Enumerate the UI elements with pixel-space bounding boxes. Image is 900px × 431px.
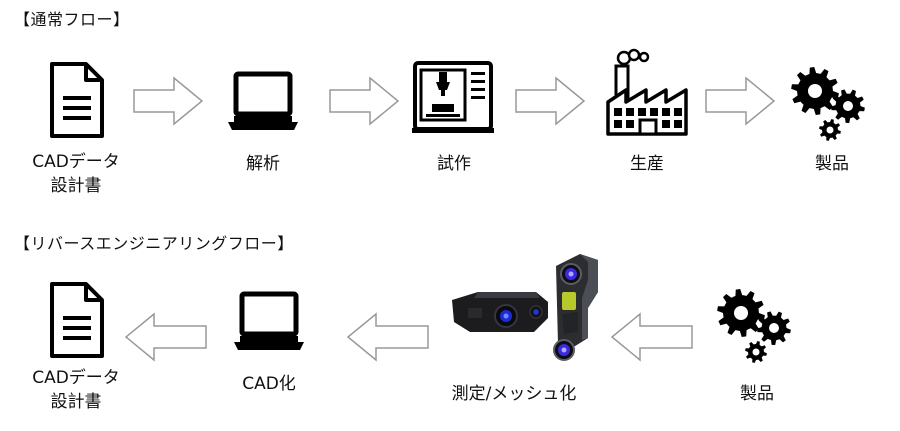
gear-hole bbox=[752, 348, 760, 356]
step-label-analysis: 解析 bbox=[246, 154, 280, 174]
laptop-icon bbox=[226, 70, 300, 134]
flow-arrow-right bbox=[514, 76, 586, 126]
step-label-cad-conversion: CAD化 bbox=[242, 374, 296, 394]
3d-scanner-icon bbox=[448, 252, 608, 368]
fabrication-machine-icon bbox=[412, 60, 494, 134]
step-label-product: 製品 bbox=[740, 384, 774, 404]
gear-hole bbox=[769, 323, 779, 333]
gears-icon bbox=[790, 66, 870, 142]
step-label-prototype: 試作 bbox=[437, 154, 471, 174]
gears-icon bbox=[716, 288, 796, 364]
step-label-production: 生産 bbox=[630, 154, 664, 174]
step-label-product: 製品 bbox=[815, 154, 849, 174]
gear-hole bbox=[808, 84, 822, 98]
laptop-icon bbox=[232, 290, 306, 354]
normal-flow-title: 【通常フロー】 bbox=[14, 10, 130, 29]
flow-arrow-left bbox=[346, 312, 430, 362]
factory-icon bbox=[604, 48, 690, 138]
flow-arrow-right bbox=[132, 76, 204, 126]
step-label-measurement-meshing: 測定/メッシュ化 bbox=[451, 384, 577, 404]
reverse-flow-title: 【リバースエンジニアリングフロー】 bbox=[14, 234, 294, 253]
flow-arrow-right bbox=[328, 76, 400, 126]
flow-arrow-right bbox=[704, 76, 776, 126]
step-label-cad-data: CADデータ 設計書 bbox=[32, 152, 120, 196]
document-icon bbox=[48, 62, 104, 138]
gear-hole bbox=[826, 126, 834, 134]
gear-hole bbox=[734, 306, 748, 320]
flow-arrow-left bbox=[124, 312, 208, 362]
document-icon bbox=[48, 282, 104, 358]
gear-hole bbox=[843, 101, 853, 111]
step-label-cad-data: CADデータ 設計書 bbox=[32, 368, 120, 412]
flow-arrow-left bbox=[610, 312, 694, 362]
